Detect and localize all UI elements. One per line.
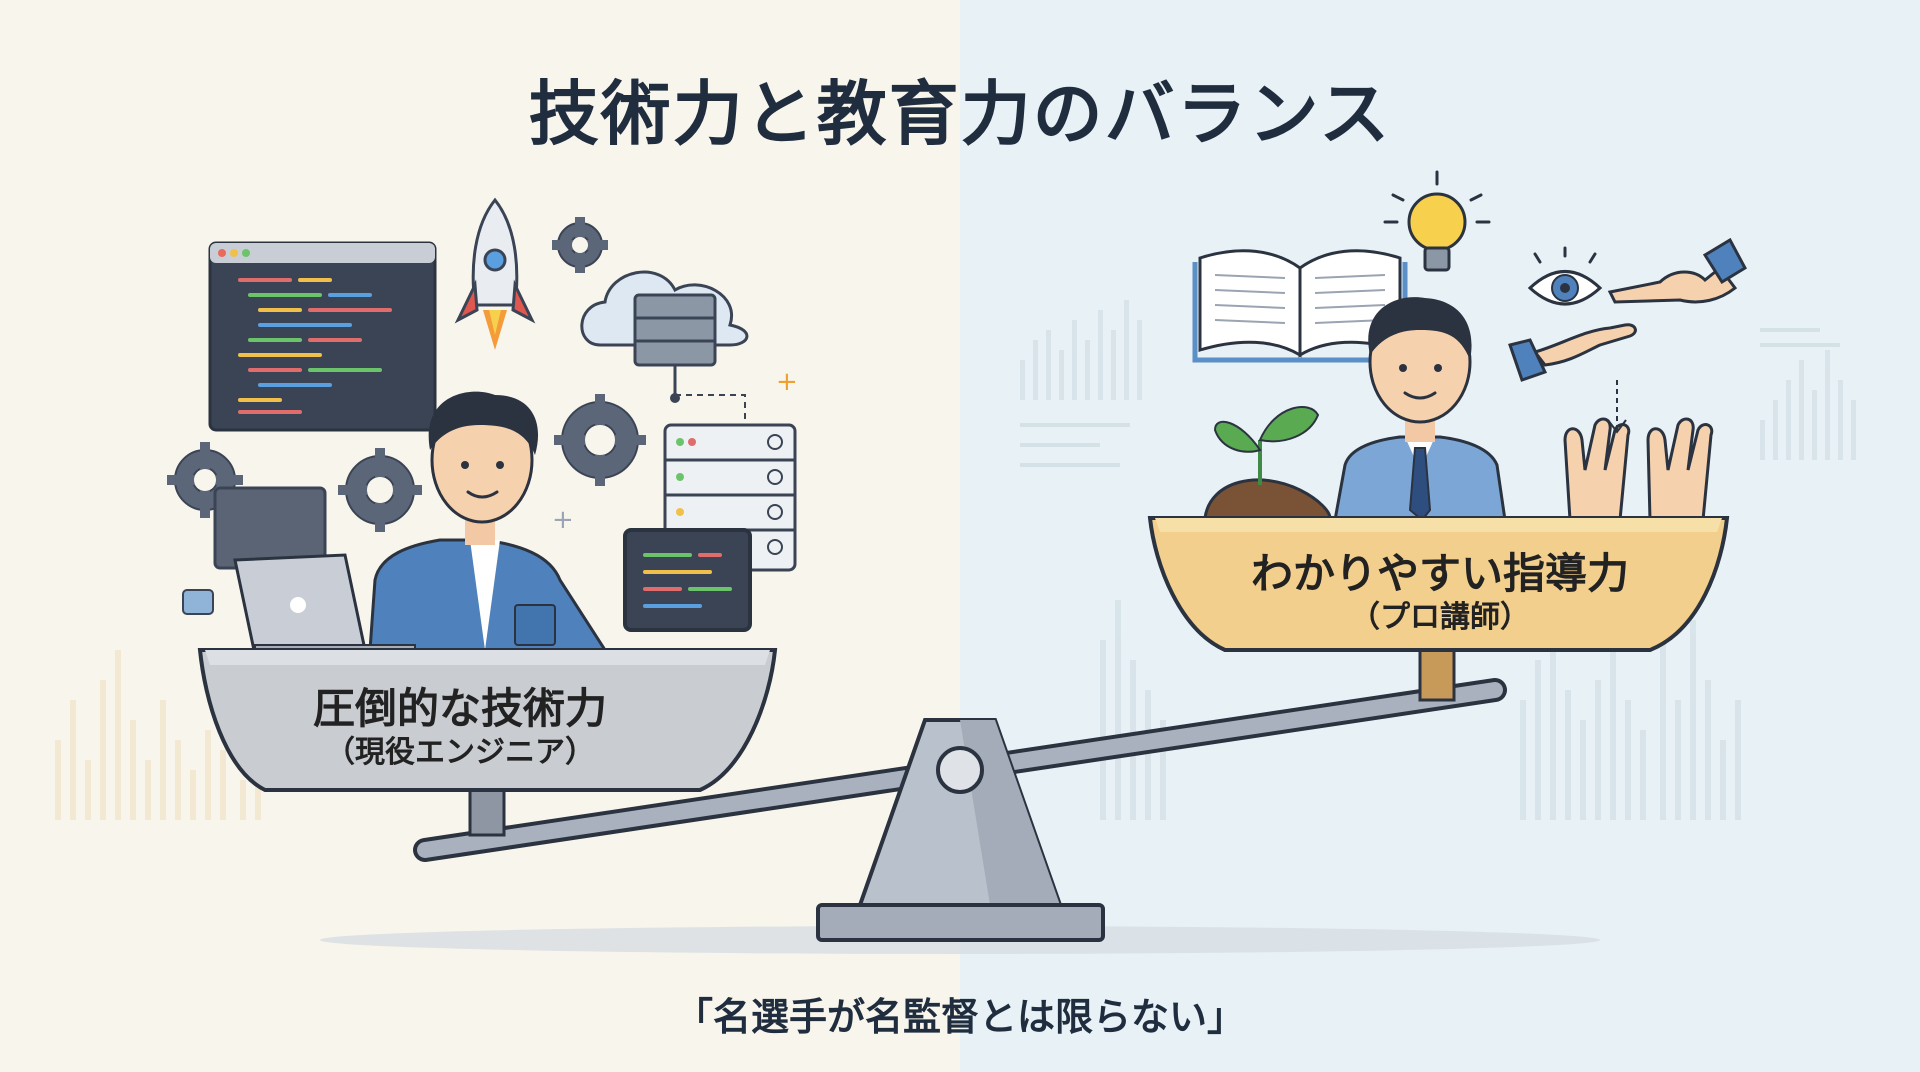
quote-caption: 「名選手が名監督とは限らない」	[674, 995, 1245, 1039]
instructor-avatar	[1333, 297, 1507, 522]
svg-text:+: +	[776, 367, 798, 397]
bg-bars-right	[1020, 300, 1856, 820]
right-pan-label: わかりやすい指導力	[1250, 549, 1629, 598]
page-title: 技術力と教育力のバランス	[528, 73, 1392, 155]
eye-icon	[1527, 246, 1603, 306]
svg-text:+: +	[552, 505, 574, 535]
right-pan-sublabel: （プロ講師）	[1350, 600, 1530, 635]
pointing-hand-icon	[1607, 237, 1747, 304]
left-pan-stem	[468, 783, 506, 837]
cloud-server-icon	[580, 270, 749, 425]
sprout-icon	[1203, 406, 1332, 520]
left-pan	[197, 648, 778, 792]
right-pan-stem	[1418, 648, 1456, 702]
left-pan-label: 圧倒的な技術力	[312, 684, 607, 733]
lightbulb-icon	[1383, 170, 1491, 272]
code-window-icon	[208, 241, 437, 432]
right-pan	[1147, 516, 1730, 652]
terminal-icon	[623, 528, 752, 632]
engineer-avatar	[368, 391, 608, 652]
left-pan-sublabel: （現役エンジニア）	[325, 735, 595, 770]
raised-hands-icon	[1563, 380, 1714, 522]
open-hand-icon	[1508, 323, 1637, 382]
book-icon	[1192, 249, 1408, 363]
rocket-icon	[454, 197, 536, 350]
bg-bars-left	[55, 650, 261, 820]
scale-fulcrum	[816, 718, 1105, 942]
